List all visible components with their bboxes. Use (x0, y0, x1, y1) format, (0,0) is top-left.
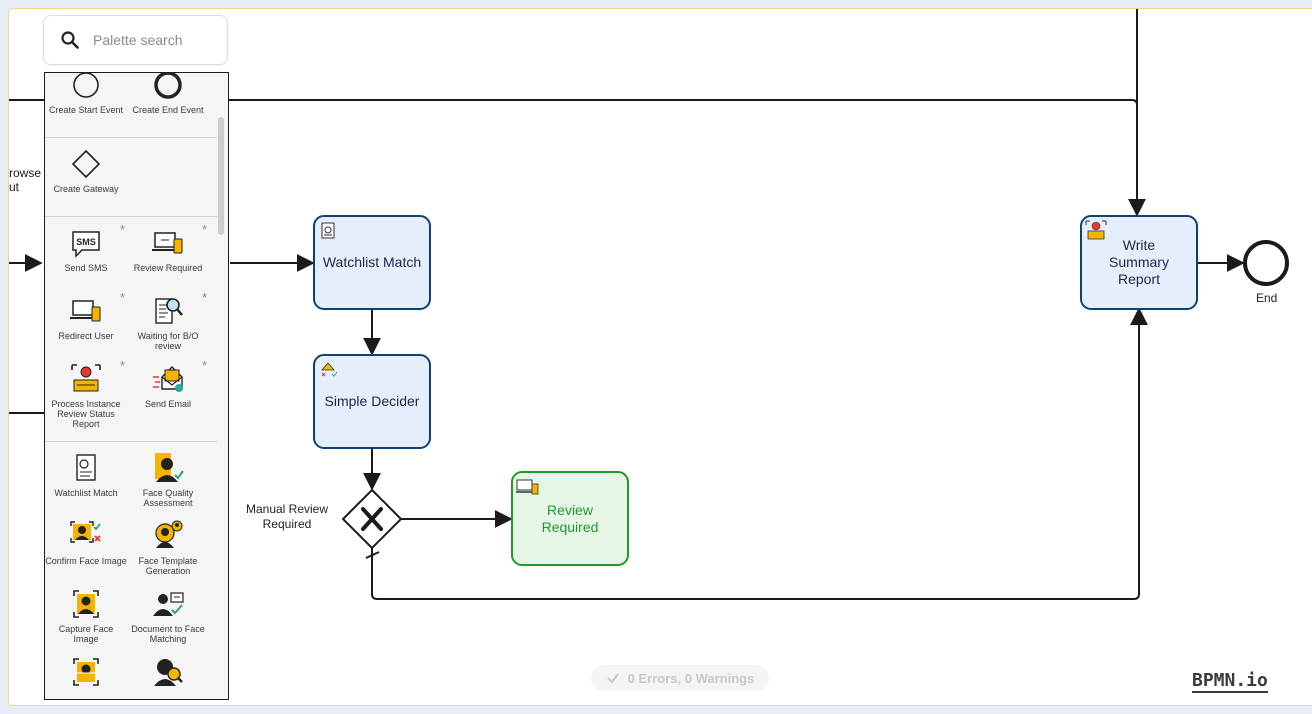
palette-entry-send-sms[interactable]: * SMS Send SMS (45, 222, 127, 283)
palette-group-biometrics: Watchlist Match Face Quality Assessment (45, 442, 217, 699)
validation-status-text: 0 Errors, 0 Warnings (627, 670, 755, 686)
sms-icon: SMS (72, 231, 100, 258)
bpmn-io-logo[interactable]: BPMN.io (1192, 670, 1268, 693)
palette-search-input[interactable] (91, 31, 221, 49)
palette-entry-send-email[interactable]: * Send Email (127, 358, 209, 429)
palette-entry-watchlist-match[interactable]: Watchlist Match (45, 450, 127, 508)
face-template-icon (155, 520, 183, 548)
summary-task-icon (1085, 220, 1107, 240)
palette-entry-label: Send SMS (64, 263, 108, 273)
palette-entry-label: Watchlist Match (54, 488, 118, 498)
palette-entry-label: Confirm Face Image (45, 556, 127, 566)
palette-entry-document-face[interactable]: Document to Face Matching (127, 586, 209, 644)
gateway-label: Manual Review Required (245, 502, 329, 531)
gateway-icon (71, 149, 101, 179)
palette-entry-label: Redirect User (58, 331, 114, 341)
palette-entry-face-scan[interactable] (45, 654, 127, 699)
favorite-star-icon[interactable]: * (201, 358, 207, 373)
favorite-star-icon[interactable]: * (119, 222, 125, 237)
palette-panel[interactable]: Create Start Event Create End Event Crea… (44, 72, 229, 700)
left-text-2: ut (9, 180, 20, 194)
palette-entry-label: Process Instance Review Status Report (51, 399, 121, 429)
palette-entry-gateway[interactable]: Create Gateway (45, 146, 127, 204)
redirect-laptop-icon (70, 300, 101, 322)
palette-scroll-area[interactable]: Create Start Event Create End Event Crea… (45, 73, 217, 699)
palette-entry-label: Capture Face Image (58, 624, 114, 644)
palette-entry-label: Waiting for B/O review (137, 331, 199, 351)
face-scan-icon (73, 658, 99, 686)
palette-group-gateways: Create Gateway (45, 138, 217, 217)
favorite-star-icon[interactable]: * (201, 222, 207, 237)
send-email-icon (153, 366, 183, 392)
confirm-face-icon (70, 521, 101, 543)
favorite-star-icon[interactable]: * (119, 290, 125, 305)
favorite-star-icon[interactable]: * (201, 290, 207, 305)
palette-entry-confirm-face[interactable]: Confirm Face Image (45, 518, 127, 576)
palette-entry-capture-face[interactable]: Capture Face Image (45, 586, 127, 644)
validation-status[interactable]: 0 Errors, 0 Warnings (591, 665, 769, 691)
start-event-icon (73, 73, 99, 98)
task-watchlist-match[interactable] (313, 215, 431, 310)
palette-scrollbar[interactable] (218, 117, 224, 235)
palette-entry-label: Review Required (133, 263, 203, 273)
palette-entry-label: Face Template Generation (138, 556, 198, 576)
review-required-label: Review Required (541, 501, 599, 535)
capture-face-icon (73, 590, 99, 618)
palette-entry-status-report[interactable]: * Process Instance Review Status Report (45, 358, 127, 429)
palette-entry-label: Create End Event (132, 105, 204, 115)
search-icon (61, 31, 79, 49)
palette-entry-review-required[interactable]: * Review Required (127, 222, 209, 283)
favorite-star-icon[interactable]: * (119, 358, 125, 373)
palette-entry-face-quality[interactable]: Face Quality Assessment (127, 450, 209, 508)
end-event[interactable] (1243, 240, 1289, 286)
document-face-icon (153, 592, 184, 616)
face-search-icon (154, 659, 183, 686)
exclusive-gateway[interactable] (341, 488, 403, 550)
palette-entry-end-event[interactable]: Create End Event (127, 73, 209, 125)
task-simple-decider[interactable] (313, 354, 431, 449)
flow-gateway-default[interactable] (371, 307, 1148, 600)
watchlist-task-icon (321, 222, 335, 239)
watchlist-icon (76, 454, 96, 481)
task-review-required[interactable] (511, 471, 629, 566)
palette-entry-label: Create Start Event (48, 105, 124, 115)
diagram-svg[interactable]: rowse ut (9, 9, 1312, 706)
review-task-icon (516, 479, 539, 495)
palette-entry-label: Face Quality Assessment (142, 488, 194, 508)
review-laptop-icon (152, 232, 183, 254)
left-text-1: rowse (9, 166, 41, 180)
palette-group-custom-tasks: * SMS Send SMS * Review Required * (45, 217, 217, 442)
palette-group-events: Create Start Event Create End Event (45, 73, 217, 138)
face-quality-icon (155, 453, 184, 482)
default-flow-marker (365, 551, 380, 559)
report-icon (71, 364, 101, 392)
palette-entry-waiting-review[interactable]: * Waiting for B/O review (127, 290, 209, 351)
palette-entry-label: Send Email (144, 399, 192, 409)
magnifier-document-icon (155, 298, 183, 324)
simple-decider-label: Simple Decider (324, 393, 420, 409)
palette-entry-face-search[interactable] (127, 654, 209, 699)
write-summary-report-label: Write Summary Report (1109, 237, 1169, 287)
palette-entry-redirect-user[interactable]: * Redirect User (45, 290, 127, 351)
palette-entry-label: Document to Face Matching (131, 624, 205, 644)
gateway-x-icon (361, 507, 383, 531)
palette-entry-start-event[interactable]: Create Start Event (45, 73, 127, 125)
palette-entry-label: Create Gateway (53, 184, 119, 194)
palette-entry-face-template[interactable]: Face Template Generation (127, 518, 209, 576)
check-icon (606, 673, 619, 684)
svg-text:SMS: SMS (76, 237, 96, 247)
end-event-icon (154, 73, 182, 99)
end-event-label: End (1256, 291, 1278, 305)
palette-search-box[interactable] (43, 15, 228, 65)
decider-task-icon (321, 362, 338, 377)
task-write-summary-report[interactable] (1080, 215, 1198, 310)
watchlist-match-label: Watchlist Match (322, 254, 422, 270)
